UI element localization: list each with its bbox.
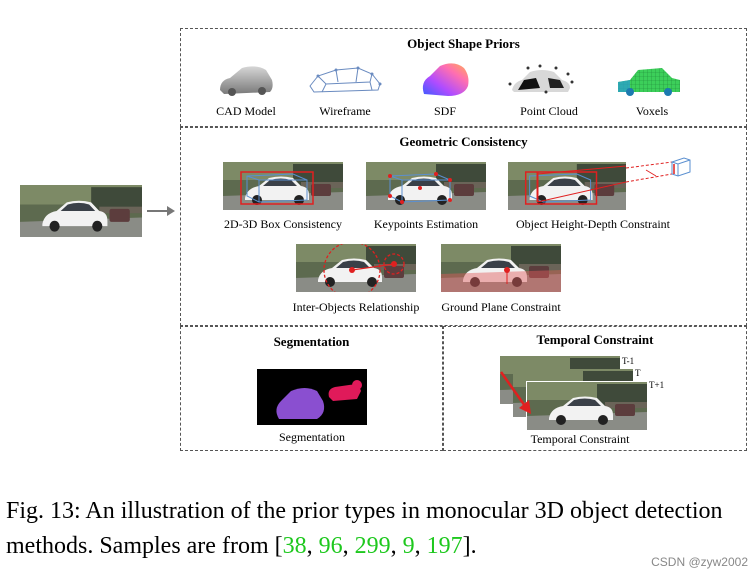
voxels-label: Voxels [635, 104, 669, 118]
height-depth-image [508, 162, 626, 210]
depth-projection-icon [626, 157, 691, 183]
height-depth-label: Object Height-Depth Constraint [516, 217, 670, 231]
box-consistency-image [223, 162, 343, 210]
cad-model-label: CAD Model [216, 104, 276, 118]
shape-priors-title: Object Shape Priors [407, 36, 520, 51]
wireframe-label: Wireframe [319, 104, 371, 118]
geometric-consistency-panel [180, 127, 747, 326]
caption-suffix: ]. [462, 533, 477, 559]
input-image [20, 185, 142, 237]
temporal-label: Temporal Constraint [530, 432, 630, 446]
ref-link[interactable]: 96 [318, 533, 343, 559]
ref-link[interactable]: 197 [426, 533, 463, 559]
frame-label-2: T [634, 368, 642, 378]
box-consistency-label: 2D-3D Box Consistency [224, 217, 342, 231]
figure-caption: Fig. 13: An illustration of the prior ty… [6, 498, 723, 559]
point-cloud-icon [508, 64, 574, 94]
segmentation-panel [180, 326, 443, 451]
keypoints-image [366, 162, 486, 210]
segmentation-image [257, 369, 367, 425]
segmentation-title: Segmentation [273, 334, 350, 349]
frame-label-1: T-1 [621, 356, 636, 366]
temporal-panel [443, 326, 747, 451]
motion-arrow-icon [499, 371, 531, 414]
ground-plane-image [441, 244, 561, 292]
ref-link[interactable]: 9 [402, 533, 415, 559]
ground-plane-label: Ground Plane Constraint [441, 300, 561, 314]
wireframe-icon [309, 66, 382, 93]
arrow-icon [147, 206, 175, 216]
point-cloud-label: Point Cloud [520, 104, 578, 118]
temporal-frame-3 [526, 381, 648, 431]
temporal-title: Temporal Constraint [536, 332, 654, 347]
inter-objects-image [296, 244, 416, 292]
segmentation-label: Segmentation [279, 430, 345, 444]
shape-priors-panel [180, 28, 747, 127]
inter-objects-label: Inter-Objects Relationship [292, 300, 420, 314]
ref-link[interactable]: 299 [354, 533, 391, 559]
keypoints-label: Keypoints Estimation [373, 217, 479, 231]
sdf-icon [422, 63, 469, 96]
watermark: CSDN @zyw2002 [651, 555, 748, 569]
frame-label-3: T+1 [648, 380, 666, 390]
voxels-icon [618, 68, 680, 96]
geometric-consistency-title: Geometric Consistency [399, 134, 528, 149]
cad-model-icon [220, 66, 273, 96]
caption-prefix: Fig. 13: An illustration of the prior ty… [6, 498, 723, 559]
ref-link[interactable]: 38 [282, 533, 307, 559]
sdf-label: SDF [433, 104, 456, 118]
